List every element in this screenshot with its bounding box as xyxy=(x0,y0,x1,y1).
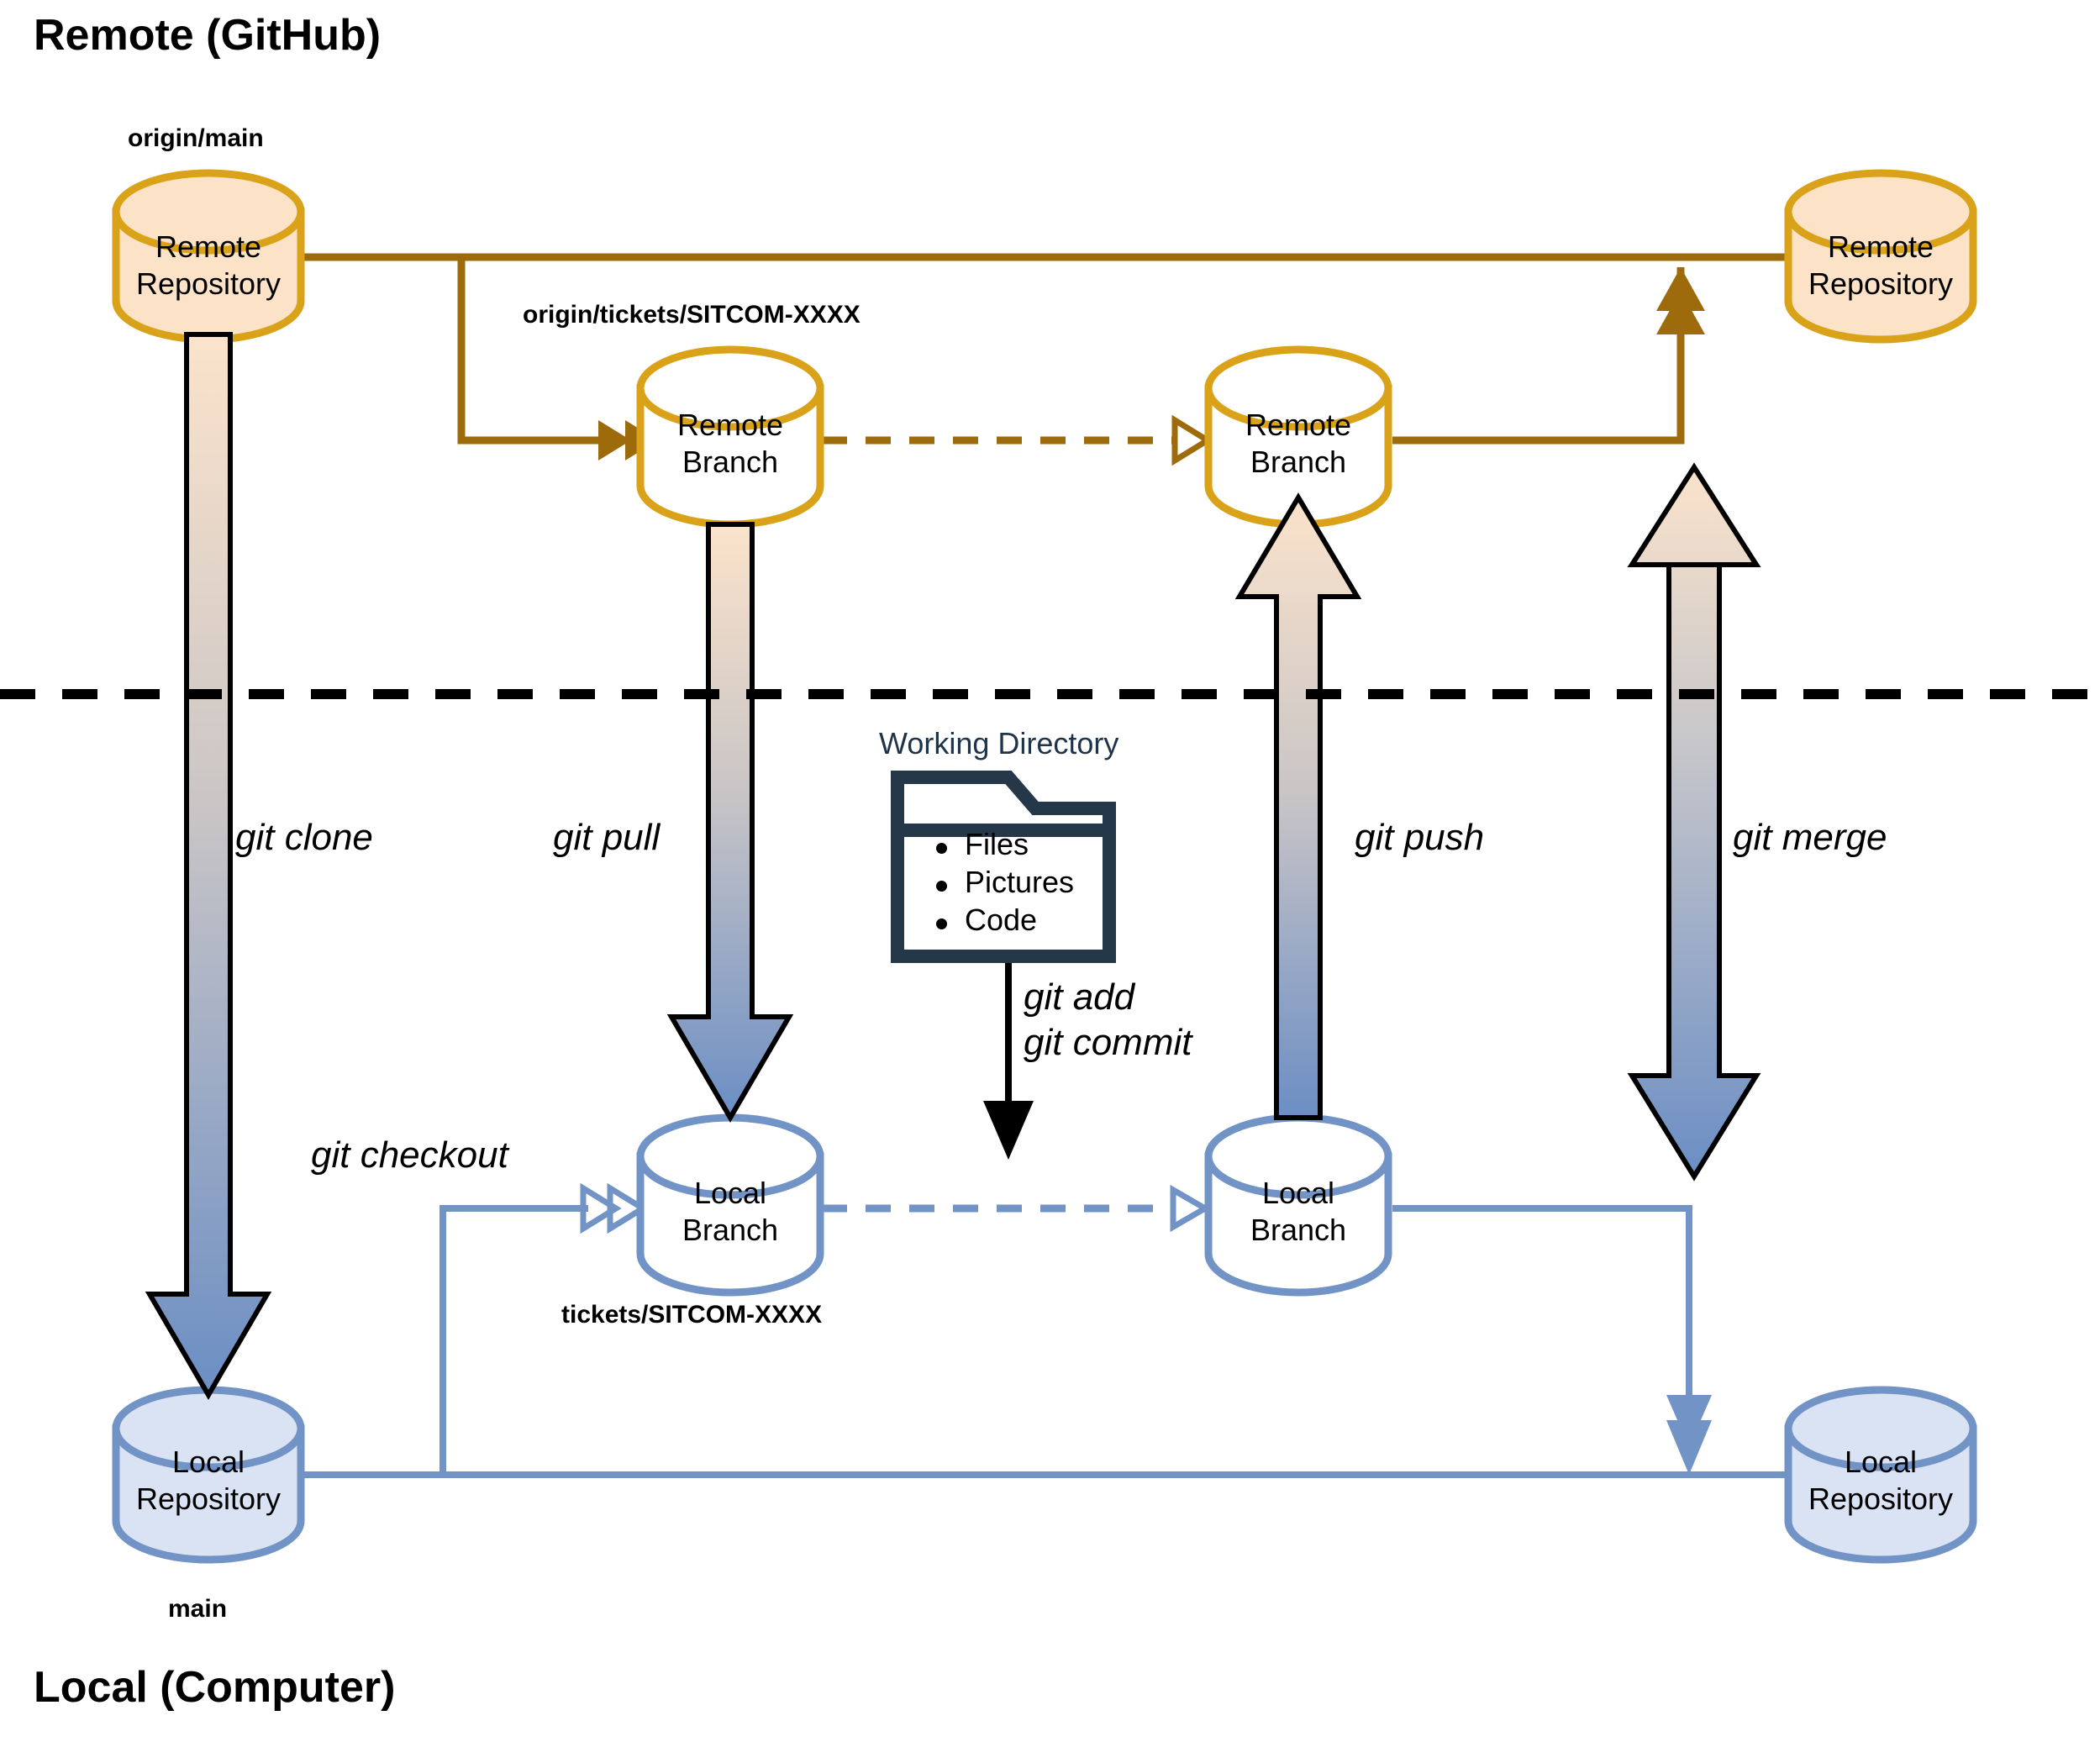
node-local-repo-right[interactable] xyxy=(1784,1386,1977,1564)
node-remote-repo-right[interactable] xyxy=(1784,169,1977,344)
command-label-git-push: git push xyxy=(1355,817,1485,858)
command-label-git-pull: git pull xyxy=(553,817,661,858)
working-directory-item-pictures: Pictures xyxy=(965,865,1075,899)
branch-tag-origin-tickets: origin/tickets/SITCOM-XXXX xyxy=(523,301,861,329)
git-pull-arrow xyxy=(666,522,794,1123)
bullet-icon xyxy=(936,881,947,892)
remote-merge-arrowhead xyxy=(1656,267,1705,334)
node-local-repo-left[interactable] xyxy=(112,1386,305,1564)
command-label-git-checkout: git checkout xyxy=(311,1134,508,1176)
node-origin-main-repo[interactable] xyxy=(112,169,305,344)
working-directory-folder-icon xyxy=(891,771,1116,963)
node-local-branch-left[interactable] xyxy=(636,1113,824,1297)
checkout-arrowhead xyxy=(580,1182,649,1234)
git-push-arrow xyxy=(1234,492,1362,1120)
git-merge-arrow xyxy=(1627,462,1761,1182)
command-label-git-clone: git clone xyxy=(235,817,373,858)
working-directory-title: Working Directory xyxy=(879,726,1119,760)
remote-connector-lines xyxy=(300,253,1837,445)
local-dashed-arrowhead xyxy=(1170,1184,1211,1233)
command-label-git-add-commit: git add git commit xyxy=(1024,976,1192,1063)
local-merge-down-arrowhead xyxy=(1666,1395,1712,1475)
git-clone-arrow xyxy=(145,332,272,1400)
branch-tag-tickets: tickets/SITCOM-XXXX xyxy=(561,1301,823,1329)
working-directory-item-code: Code xyxy=(965,903,1038,937)
bullet-icon xyxy=(936,843,947,854)
node-remote-branch-right[interactable] xyxy=(1204,345,1392,529)
bullet-icon xyxy=(936,918,947,929)
working-directory-item-files: Files xyxy=(965,827,1029,861)
local-connector-lines xyxy=(300,1205,1788,1478)
local-zone-title: Local (Computer) xyxy=(34,1663,396,1712)
node-remote-branch-left[interactable] xyxy=(636,345,824,529)
node-local-branch-right[interactable] xyxy=(1204,1113,1392,1297)
remote-zone-title: Remote (GitHub) xyxy=(34,11,382,60)
remote-dashed-arrowhead xyxy=(1171,414,1213,466)
branch-tag-main: main xyxy=(168,1595,228,1623)
command-label-git-merge: git merge xyxy=(1733,817,1887,858)
branch-tag-origin-main: origin/main xyxy=(128,124,264,152)
git-add-commit-arrow xyxy=(983,958,1034,1160)
